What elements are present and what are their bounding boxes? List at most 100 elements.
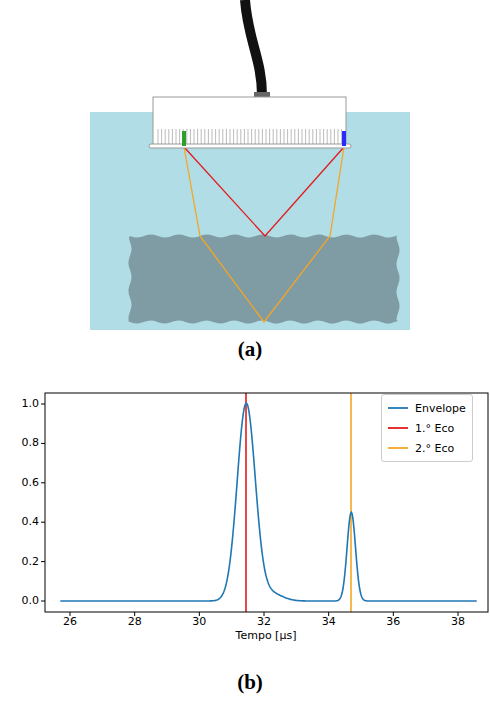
tick <box>70 612 71 616</box>
emitter-element <box>182 131 186 146</box>
tick-label: 0.0 <box>22 594 40 607</box>
fin <box>226 129 227 145</box>
fin <box>298 129 299 145</box>
legend-row: Envelope <box>387 398 466 418</box>
tick-label: 0.6 <box>22 476 40 489</box>
fin <box>287 129 288 145</box>
fin <box>320 129 321 145</box>
transducer-housing <box>153 97 346 145</box>
tick-label: 30 <box>192 615 206 628</box>
legend-sample <box>387 403 409 413</box>
fin <box>168 129 169 145</box>
first-echo-line <box>245 393 247 612</box>
second-echo-ray <box>184 147 344 322</box>
tick-label: 0.2 <box>22 555 40 568</box>
legend-line <box>388 447 408 449</box>
legend-text: 1.° Eco <box>415 422 454 435</box>
fin <box>244 129 245 145</box>
legend-text: Envelope <box>415 402 466 415</box>
fin <box>309 129 310 145</box>
fin <box>251 129 252 145</box>
tick <box>134 612 135 616</box>
fin <box>186 129 187 145</box>
tick-label: 32 <box>257 615 271 628</box>
fin <box>266 129 267 145</box>
transducer-lip <box>149 144 351 148</box>
fin <box>248 129 249 145</box>
tick <box>41 443 45 444</box>
specimen-block <box>128 234 399 323</box>
array-elements <box>158 129 342 145</box>
receiver-element <box>342 131 346 146</box>
fin <box>305 129 306 145</box>
fin <box>284 129 285 145</box>
fin <box>334 129 335 145</box>
fin <box>323 129 324 145</box>
fin <box>161 129 162 145</box>
fin <box>338 129 339 145</box>
fin <box>215 129 216 145</box>
tick-label: 0.4 <box>22 516 40 529</box>
echo-chart <box>41 393 488 616</box>
tick-label: 36 <box>386 615 400 628</box>
fin <box>237 129 238 145</box>
fin <box>262 129 263 145</box>
fin <box>219 129 220 145</box>
fin <box>312 129 313 145</box>
fin <box>230 129 231 145</box>
tick <box>264 612 265 616</box>
axis-title: Tempo [μs] <box>236 629 297 642</box>
fin <box>201 129 202 145</box>
fin <box>240 129 241 145</box>
fin <box>291 129 292 145</box>
fin <box>165 129 166 145</box>
fin <box>294 129 295 145</box>
tick-label: 26 <box>63 615 77 628</box>
tick <box>199 612 200 616</box>
fin <box>194 129 195 145</box>
legend-sample <box>387 443 409 453</box>
legend-line <box>388 427 408 429</box>
fin <box>212 129 213 145</box>
ray-paths <box>184 147 344 322</box>
fin <box>330 129 331 145</box>
fin <box>327 129 328 145</box>
cable <box>245 0 262 95</box>
first-echo-ray <box>184 147 344 236</box>
fin <box>302 129 303 145</box>
tick <box>458 612 459 616</box>
tick-label: 34 <box>322 615 336 628</box>
fin <box>273 129 274 145</box>
tick <box>41 522 45 523</box>
tick <box>328 612 329 616</box>
legend-row: 1.° Eco <box>387 418 466 438</box>
tick-label: 0.8 <box>22 437 40 450</box>
tick <box>41 404 45 405</box>
fin <box>269 129 270 145</box>
fin <box>255 129 256 145</box>
tick <box>41 601 45 602</box>
fin <box>176 129 177 145</box>
fin <box>208 129 209 145</box>
tick <box>41 561 45 562</box>
fin <box>172 129 173 145</box>
fin <box>341 129 342 145</box>
fin <box>179 129 180 145</box>
plot-frame <box>45 393 488 612</box>
tick <box>41 482 45 483</box>
legend-row: 2.° Eco <box>387 438 466 458</box>
legend: Envelope 1.° Eco 2.° Eco <box>381 394 473 462</box>
fin <box>190 129 191 145</box>
fin <box>197 129 198 145</box>
second-echo-line <box>350 393 352 612</box>
legend-text: 2.° Eco <box>415 442 454 455</box>
fin <box>276 129 277 145</box>
legend-sample <box>387 423 409 433</box>
tick-label: 1.0 <box>22 397 40 410</box>
fin <box>280 129 281 145</box>
fin <box>233 129 234 145</box>
legend-line <box>388 407 408 409</box>
tick-label: 28 <box>128 615 142 628</box>
tick <box>393 612 394 616</box>
water-bath <box>90 112 410 330</box>
